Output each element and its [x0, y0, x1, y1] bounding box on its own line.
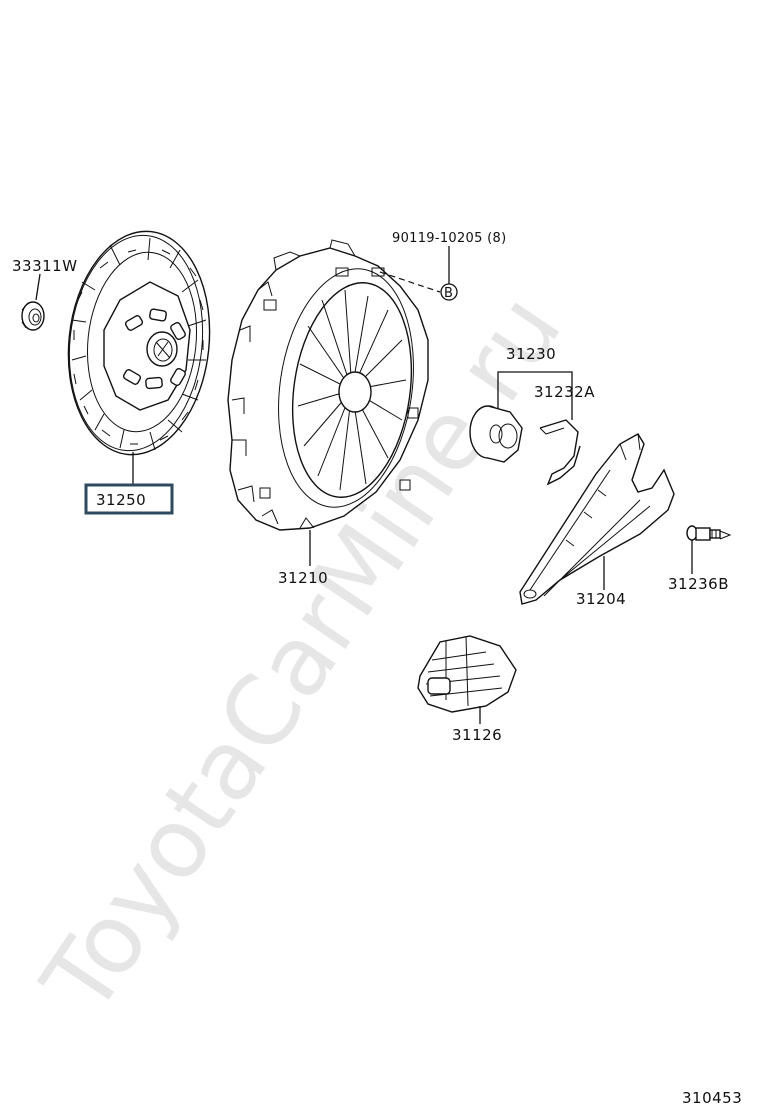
- bolt-icon[interactable]: B: [440, 283, 458, 301]
- label-31204[interactable]: 31204: [576, 590, 626, 608]
- bolt-marker: B: [444, 286, 453, 301]
- pressure-plate-icon[interactable]: [227, 239, 429, 531]
- leader-33311W: [35, 273, 41, 301]
- figure-number: 310453: [682, 1089, 742, 1107]
- label-31210[interactable]: 31210: [278, 569, 328, 587]
- leader-31230: [497, 371, 573, 420]
- label-33311W[interactable]: 33311W: [12, 257, 78, 275]
- release-fork-icon[interactable]: [519, 433, 675, 605]
- release-bearing-icon[interactable]: [469, 405, 523, 463]
- fork-support-bolt-icon[interactable]: [686, 525, 732, 541]
- pilot-bearing-icon[interactable]: [21, 301, 45, 331]
- bolt-leader-dashed: [379, 271, 441, 293]
- label-31250[interactable]: 31250: [96, 491, 146, 509]
- label-31126[interactable]: 31126: [452, 726, 502, 744]
- label-31230[interactable]: 31230: [506, 345, 556, 363]
- clip-icon[interactable]: [539, 419, 581, 486]
- label-90119-10205[interactable]: 90119-10205 (8): [392, 231, 506, 246]
- dust-boot-icon[interactable]: [417, 635, 517, 713]
- label-31232A[interactable]: 31232A: [534, 383, 595, 401]
- label-31236B[interactable]: 31236B: [668, 575, 729, 593]
- clutch-disc-icon[interactable]: [58, 224, 221, 461]
- label-31250-highlight[interactable]: 31250: [84, 483, 174, 515]
